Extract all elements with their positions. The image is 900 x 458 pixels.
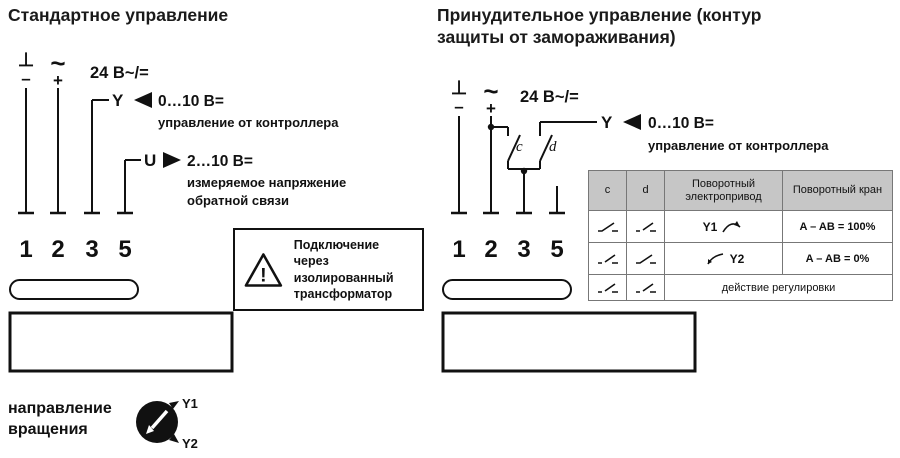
table-cell-valve: A – AB = 0% <box>783 243 893 275</box>
actuator-body <box>8 311 234 373</box>
terminal-number: 3 <box>517 236 530 263</box>
table-cell <box>589 275 627 301</box>
table-header-actuator: Поворотный электропривод <box>665 171 783 211</box>
standard-control-title: Стандартное управление <box>8 5 229 25</box>
forced-y-branch: Y 0…10 В= управление от контроллера <box>601 113 829 153</box>
warning-text: Подключение через изолированный трансфор… <box>294 237 414 303</box>
warning-triangle-icon: ! <box>244 252 283 287</box>
table-cell <box>589 243 627 275</box>
ac-symbol: ~ <box>50 48 65 78</box>
u-label: U <box>144 151 156 170</box>
y-input-branch: Y 0…10 В= управление от контроллера <box>112 91 339 130</box>
actuator-position-label: Y1 <box>702 219 718 234</box>
warning-text-line: трансформатор <box>293 287 393 301</box>
switch-d-label: d <box>549 139 557 155</box>
rotation-direction-label: направление вращения <box>8 400 112 438</box>
plus-sign: + <box>486 99 496 118</box>
warning-text-line: Подключение через <box>293 237 380 269</box>
terminal-number: 5 <box>550 236 563 263</box>
forced-control-title: Принудительное управление (контур защиты… <box>437 5 762 47</box>
contact-open-icon <box>597 282 618 293</box>
connector-strip <box>9 279 139 300</box>
u-caption-line1: измеряемое напряжение <box>187 175 346 190</box>
isolation-transformer-warning: ! Подключение через изолированный трансф… <box>233 228 424 311</box>
table-cell <box>627 243 665 275</box>
terminal-number: 2 <box>51 236 64 263</box>
contact-closed-icon <box>597 221 618 232</box>
rotation-cw-icon <box>722 220 741 232</box>
table-header-valve: Поворотный кран <box>783 171 893 211</box>
rotation-ccw-icon <box>706 252 723 264</box>
contact-open-icon <box>635 282 656 293</box>
y2-label: Y2 <box>182 436 198 451</box>
y-value: 0…10 В= <box>158 93 224 110</box>
rotation-knob: Y1 Y2 <box>136 396 198 451</box>
connector-strip <box>442 279 572 300</box>
standard-diagram: ⊥ – ~ + 24 В~/= Y 0…10 В= управление от … <box>8 48 346 373</box>
knob-arrow-shaft <box>150 409 169 430</box>
contact-open-icon <box>597 253 618 264</box>
forced-terminal-numbers: 1 2 3 5 <box>452 236 563 263</box>
y-caption: управление от контроллера <box>648 138 829 153</box>
warning-text-line: изолированный <box>293 270 394 285</box>
table-cell <box>627 275 665 301</box>
override-switches: c d <box>507 121 597 170</box>
minus-sign: – <box>454 97 463 116</box>
contact-closed-icon <box>635 253 656 264</box>
forced-diagram: ⊥ – ~ + 24 В~/= c d <box>441 76 829 373</box>
ground-symbol: ⊥ <box>18 50 35 71</box>
ac-symbol: ~ <box>483 76 498 106</box>
exclamation-mark: ! <box>260 264 266 286</box>
power-label: 24 В~/= <box>520 88 579 106</box>
y-caption: управление от контроллера <box>158 115 339 130</box>
y-label: Y <box>112 91 124 110</box>
table-cell-actuator: Y2 <box>665 243 783 275</box>
y2-direction-arrow-icon <box>169 434 179 443</box>
terminal-number: 3 <box>85 236 98 263</box>
u-value: 2…10 В= <box>187 153 253 170</box>
plus-sign: + <box>53 71 63 90</box>
table-cell-actuator: Y1 <box>665 211 783 243</box>
u-caption-line2: обратной связи <box>187 193 289 208</box>
y1-direction-arrow-icon <box>169 401 179 409</box>
arrow-left-icon <box>134 92 152 108</box>
terminal-number: 5 <box>118 236 131 263</box>
y-value: 0…10 В= <box>648 115 714 132</box>
ground-symbol: ⊥ <box>451 78 468 99</box>
table-cell <box>589 211 627 243</box>
standard-terminal-numbers: 1 2 3 5 <box>19 236 131 263</box>
switch-c-label: c <box>516 139 523 155</box>
table-header-d: d <box>627 171 665 211</box>
arrow-left-icon <box>623 114 641 130</box>
actuator-body <box>441 311 697 373</box>
table-cell-action: действие регулировки <box>665 275 893 301</box>
standard-wires <box>25 88 141 212</box>
actuator-position-label: Y2 <box>729 251 745 266</box>
table-header-c: c <box>589 171 627 211</box>
u-output-branch: U 2…10 В= измеряемое напряжение обратной… <box>144 151 346 208</box>
table-cell-valve: A – AB = 100% <box>783 211 893 243</box>
standard-terminal-symbols: ⊥ – ~ + 24 В~/= <box>18 48 149 90</box>
contact-open-icon <box>635 221 656 232</box>
power-label: 24 В~/= <box>90 64 149 82</box>
knob-arrow-head <box>146 425 154 434</box>
minus-sign: – <box>21 69 30 88</box>
table-cell <box>627 211 665 243</box>
forced-wires <box>458 116 558 212</box>
terminal-number: 1 <box>452 236 465 263</box>
y-label: Y <box>601 113 613 132</box>
control-table: c d Поворотный электропривод Поворотный … <box>588 170 893 301</box>
terminal-number: 1 <box>19 236 32 263</box>
y1-label: Y1 <box>182 396 198 411</box>
terminal-number: 2 <box>484 236 497 263</box>
forced-terminal-symbols: ⊥ – ~ + 24 В~/= <box>451 76 579 118</box>
arrow-right-icon <box>163 152 181 168</box>
